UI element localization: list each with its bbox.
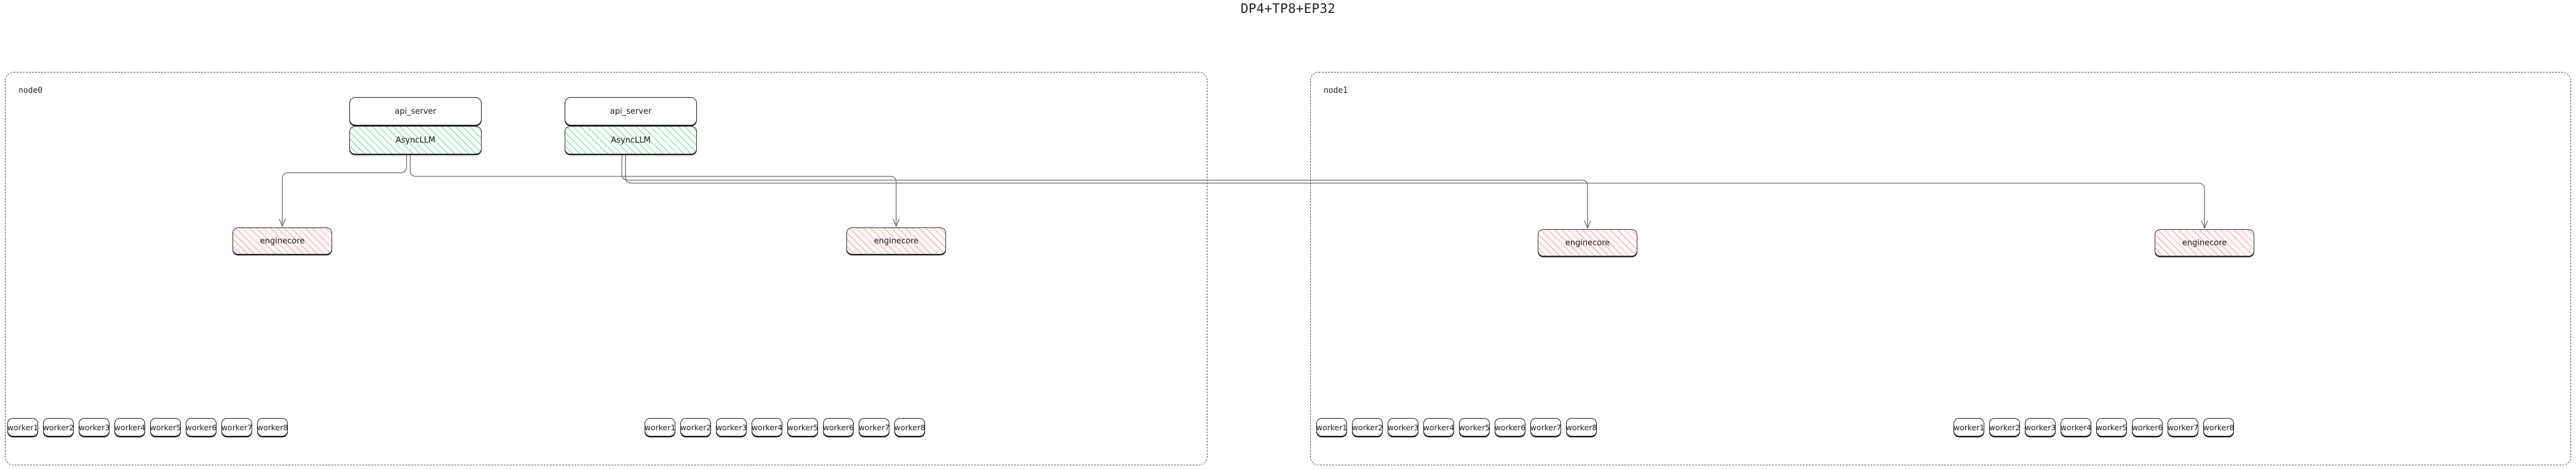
worker-box-g1-1[interactable]: worker2 xyxy=(680,418,711,436)
node-label-node1: node1 xyxy=(1324,86,1348,95)
worker-box-g1-6[interactable]: worker7 xyxy=(859,418,889,436)
worker-box-g3-5[interactable]: worker6 xyxy=(2132,418,2163,436)
worker-box-g1-5[interactable]: worker6 xyxy=(823,418,854,436)
worker-box-g3-6[interactable]: worker7 xyxy=(2168,418,2198,436)
page-title: DP4+TP8+EP32 xyxy=(1240,1,1336,16)
node-container-node0 xyxy=(5,72,1207,465)
api-server-box-0[interactable]: api_server xyxy=(349,97,482,125)
worker-box-g3-2[interactable]: worker3 xyxy=(2025,418,2056,436)
worker-box-g0-4[interactable]: worker5 xyxy=(150,418,181,436)
worker-box-g2-5[interactable]: worker6 xyxy=(1495,418,1525,436)
worker-box-g2-4[interactable]: worker5 xyxy=(1459,418,1490,436)
worker-box-g1-7[interactable]: worker8 xyxy=(894,418,925,436)
worker-box-g2-2[interactable]: worker3 xyxy=(1388,418,1418,436)
enginecore-box-2[interactable]: enginecore xyxy=(1538,229,1637,256)
node-container-node1 xyxy=(1310,72,2571,465)
worker-box-g2-6[interactable]: worker7 xyxy=(1530,418,1561,436)
enginecore-box-1[interactable]: enginecore xyxy=(846,227,946,254)
worker-box-g3-1[interactable]: worker2 xyxy=(1989,418,2020,436)
worker-box-g2-7[interactable]: worker8 xyxy=(1566,418,1597,436)
worker-box-g0-0[interactable]: worker1 xyxy=(7,418,38,436)
worker-box-g2-1[interactable]: worker2 xyxy=(1352,418,1383,436)
worker-box-g1-3[interactable]: worker4 xyxy=(752,418,782,436)
enginecore-box-0[interactable]: enginecore xyxy=(233,227,332,254)
worker-box-g1-4[interactable]: worker5 xyxy=(787,418,818,436)
worker-box-g1-0[interactable]: worker1 xyxy=(645,418,675,436)
worker-box-g0-1[interactable]: worker2 xyxy=(43,418,74,436)
worker-box-g0-2[interactable]: worker3 xyxy=(79,418,109,436)
worker-box-g0-3[interactable]: worker4 xyxy=(114,418,145,436)
api-server-box-1[interactable]: api_server xyxy=(565,97,697,125)
worker-box-g3-3[interactable]: worker4 xyxy=(2061,418,2091,436)
worker-box-g3-0[interactable]: worker1 xyxy=(1954,418,1984,436)
worker-box-g0-7[interactable]: worker8 xyxy=(257,418,288,436)
worker-box-g3-4[interactable]: worker5 xyxy=(2096,418,2127,436)
enginecore-box-3[interactable]: enginecore xyxy=(2155,229,2254,256)
worker-box-g2-3[interactable]: worker4 xyxy=(1423,418,1454,436)
worker-box-g0-6[interactable]: worker7 xyxy=(221,418,252,436)
worker-box-g1-2[interactable]: worker3 xyxy=(716,418,747,436)
node-label-node0: node0 xyxy=(18,86,43,95)
worker-box-g2-0[interactable]: worker1 xyxy=(1316,418,1347,436)
asyncllm-box-0[interactable]: AsyncLLM xyxy=(349,126,482,154)
worker-box-g0-5[interactable]: worker6 xyxy=(186,418,217,436)
worker-box-g3-7[interactable]: worker8 xyxy=(2203,418,2234,436)
asyncllm-box-1[interactable]: AsyncLLM xyxy=(565,126,697,154)
